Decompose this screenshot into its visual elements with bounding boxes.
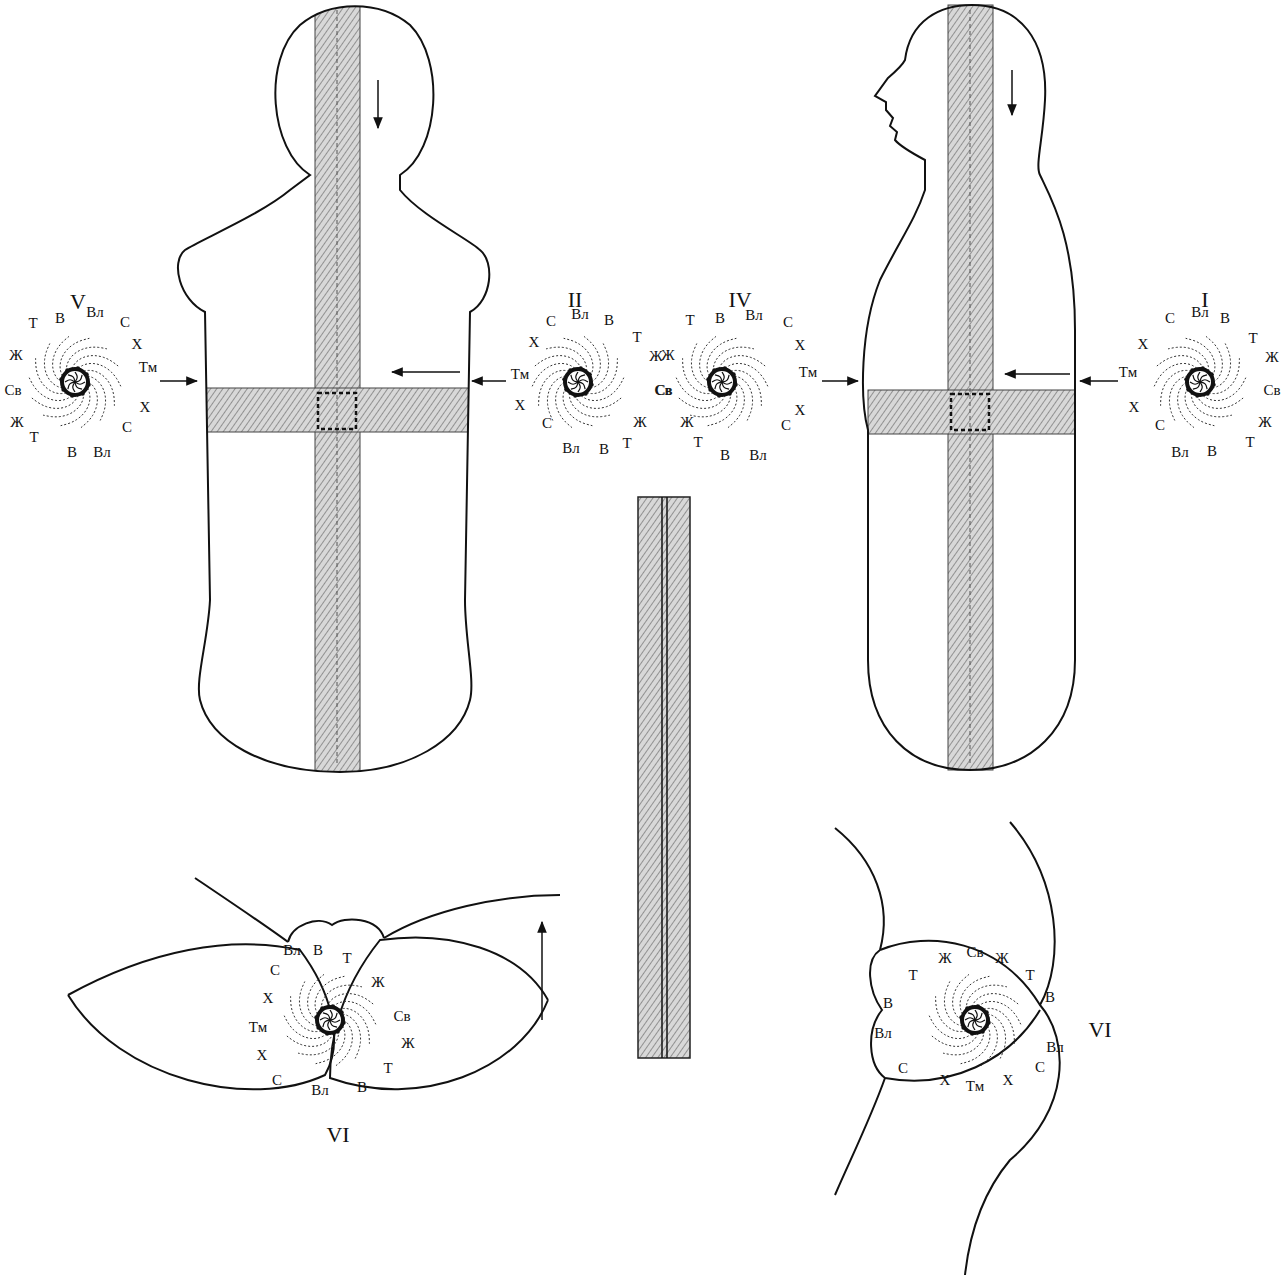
- flow-letter: Х: [795, 403, 806, 418]
- roman-numeral: VI: [1088, 1019, 1111, 1041]
- flow-letter: С: [1035, 1060, 1045, 1075]
- flow-letter: Тм: [249, 1020, 267, 1035]
- flow-letter: В: [1045, 990, 1055, 1005]
- flow-letter: Вл: [86, 305, 104, 320]
- roman-numeral: VI: [326, 1124, 349, 1146]
- flow-letter: Х: [140, 400, 151, 415]
- flow-letter: Вл: [1191, 305, 1209, 320]
- flow-letter: С: [120, 315, 130, 330]
- flow-letter: С: [781, 418, 791, 433]
- flow-letter: Вл: [283, 943, 301, 958]
- flow-letter: Х: [795, 338, 806, 353]
- vortex: [29, 336, 121, 427]
- flow-letter: Вл: [571, 307, 589, 322]
- flow-letter: В: [1220, 311, 1230, 326]
- flow-letter: Св: [966, 945, 983, 960]
- flow-letter: Вл: [1171, 445, 1189, 460]
- flow-letter: Ж: [995, 951, 1008, 966]
- flow-letter: Т: [693, 435, 702, 450]
- flow-letter: Вл: [874, 1026, 892, 1041]
- flow-letter: Вл: [311, 1083, 329, 1098]
- vortex: [929, 974, 1021, 1065]
- vortex: [284, 974, 376, 1065]
- flow-letter: В: [55, 311, 65, 326]
- flow-letter: Ж: [633, 415, 646, 430]
- flow-letter: С: [270, 963, 280, 978]
- roman-numeral: V: [70, 291, 86, 313]
- flow-letter: Т: [1245, 435, 1254, 450]
- flow-letter: С: [122, 420, 132, 435]
- vortex: [532, 336, 624, 427]
- flow-letter: Тм: [966, 1079, 984, 1094]
- flow-letter: Ж: [661, 348, 674, 363]
- flow-letter: Вл: [1046, 1040, 1064, 1055]
- flow-letter: Св: [393, 1009, 410, 1024]
- flow-letter: Х: [529, 335, 540, 350]
- flow-letter: В: [599, 442, 609, 457]
- back-silhouette: [178, 6, 489, 772]
- flow-letter: В: [604, 313, 614, 328]
- flow-letter: Св: [654, 383, 671, 398]
- flow-letter: С: [1155, 418, 1165, 433]
- flow-letter: Вл: [93, 445, 111, 460]
- flow-letter: Х: [1129, 400, 1140, 415]
- flow-letter: Ж: [401, 1036, 414, 1051]
- flow-letter: Ж: [371, 975, 384, 990]
- flow-letter: Т: [908, 968, 917, 983]
- flow-letter: Х: [1138, 337, 1149, 352]
- flow-letter: Т: [342, 951, 351, 966]
- flow-letter: В: [67, 445, 77, 460]
- flow-letter: Х: [940, 1073, 951, 1088]
- flow-letter: В: [883, 996, 893, 1011]
- flow-letter: Ж: [10, 415, 23, 430]
- flow-letter: В: [313, 943, 323, 958]
- vortex: [1154, 336, 1246, 427]
- flow-letter: Св: [4, 383, 21, 398]
- flow-letter: С: [783, 315, 793, 330]
- flow-letter: Вл: [745, 308, 763, 323]
- flow-letter: Т: [1025, 968, 1034, 983]
- flow-letter: Ж: [1258, 415, 1271, 430]
- flow-letter: Х: [263, 991, 274, 1006]
- flow-letter: Ж: [680, 415, 693, 430]
- flow-letter: Ж: [938, 951, 951, 966]
- flow-letter: Ж: [1265, 350, 1278, 365]
- flow-letter: В: [720, 448, 730, 463]
- flow-letter: В: [1207, 444, 1217, 459]
- flow-letter: Т: [622, 436, 631, 451]
- flow-letter: Х: [515, 398, 526, 413]
- flow-letter: С: [898, 1061, 908, 1076]
- flow-letter: С: [1165, 311, 1175, 326]
- flow-letter: Т: [1248, 331, 1257, 346]
- flow-letter: Х: [1003, 1073, 1014, 1088]
- flow-letter: Ж: [649, 349, 662, 364]
- flow-letter: С: [546, 314, 556, 329]
- flow-letter: Ж: [9, 348, 22, 363]
- flow-letter: Тм: [799, 365, 817, 380]
- flow-letter: Тм: [139, 360, 157, 375]
- flow-letter: Вл: [749, 448, 767, 463]
- flow-letter: Т: [28, 316, 37, 331]
- flow-letter: Т: [383, 1061, 392, 1076]
- flow-letter: С: [542, 416, 552, 431]
- flow-letter: Т: [29, 430, 38, 445]
- flow-letter: Вл: [562, 441, 580, 456]
- flow-letter: Св: [1263, 383, 1280, 398]
- flow-letter: Х: [132, 337, 143, 352]
- flow-letter: Тм: [1119, 365, 1137, 380]
- flow-letter: В: [715, 311, 725, 326]
- flow-letter: Тм: [511, 367, 529, 382]
- side-silhouette: [863, 5, 1075, 770]
- flow-letter: Х: [257, 1048, 268, 1063]
- flow-letter: В: [357, 1080, 367, 1095]
- flow-letter: Т: [685, 313, 694, 328]
- flow-letter: Т: [632, 330, 641, 345]
- flow-letter: С: [272, 1073, 282, 1088]
